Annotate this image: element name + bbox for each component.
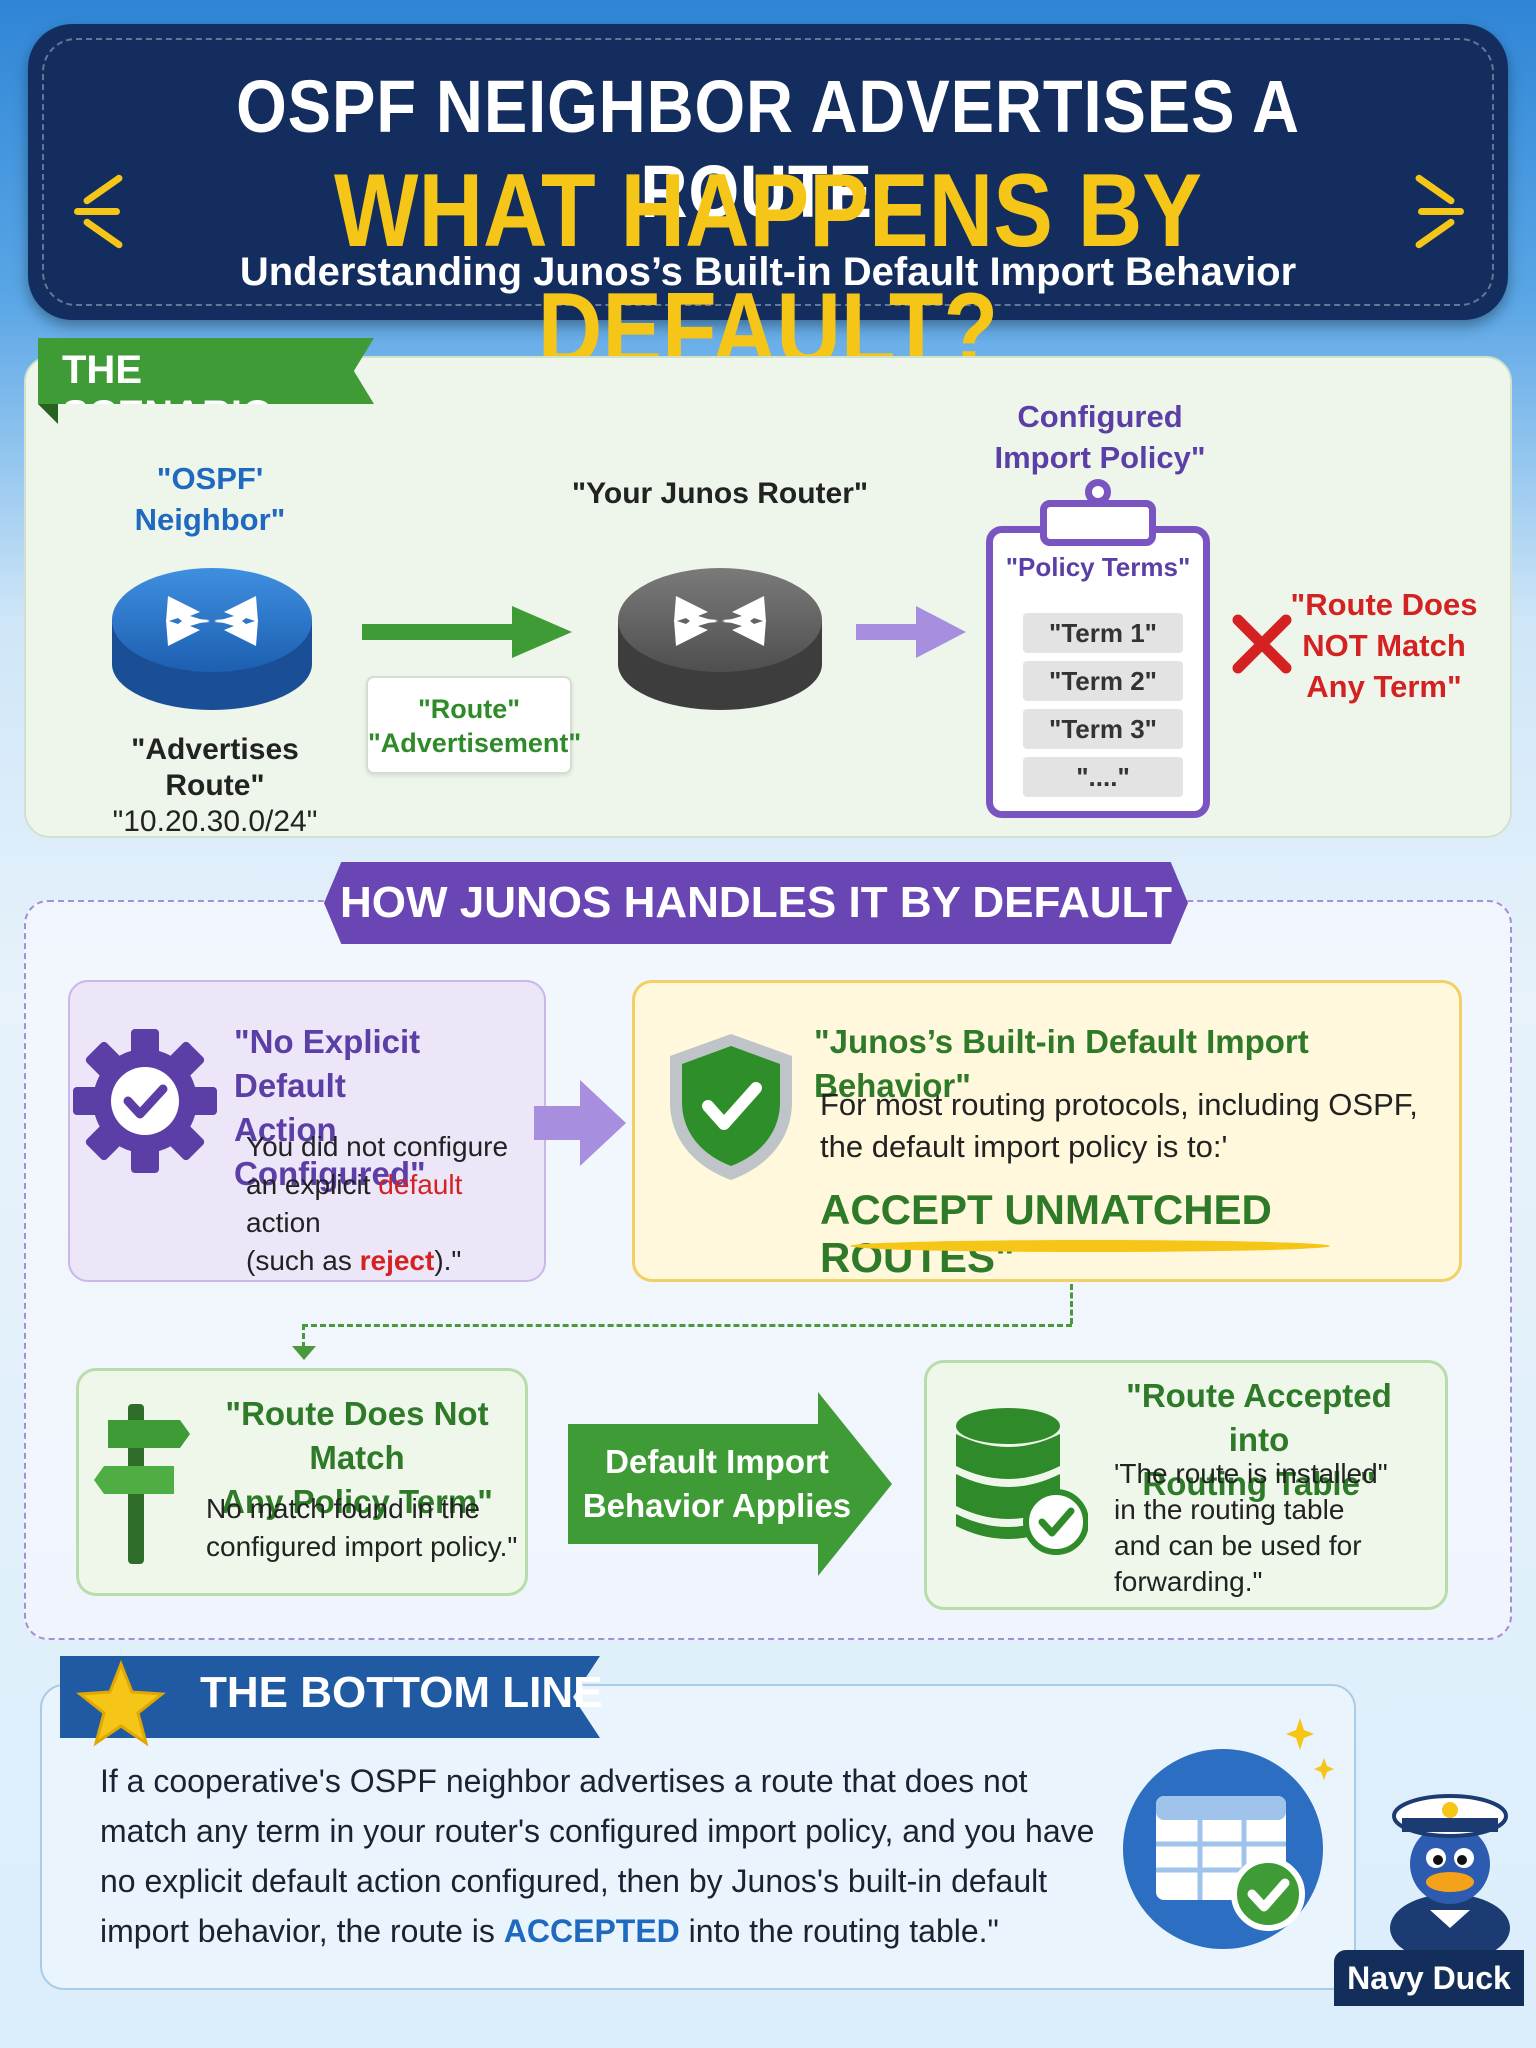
scenario-ribbon: THE SCENARIO bbox=[38, 338, 374, 404]
body-text: )." bbox=[434, 1245, 462, 1276]
no-match-line3: Any Term" bbox=[1306, 669, 1462, 704]
connector-horizontal bbox=[302, 1324, 1072, 1327]
bottom-line-text-line3: no explicit default action configured, t… bbox=[100, 1863, 1048, 1899]
connector-down bbox=[302, 1324, 305, 1348]
route-no-match-body-line2: configured import policy." bbox=[206, 1531, 518, 1562]
bottom-line-ribbon-label: THE BOTTOM LINE bbox=[200, 1668, 603, 1717]
builtin-body-line2: the default import policy is to:' bbox=[820, 1129, 1228, 1164]
policy-terms-label: "Policy Terms" bbox=[1005, 552, 1191, 582]
policy-term-more: "...." bbox=[1023, 757, 1183, 797]
advertisement-line1: "Route" bbox=[417, 694, 521, 724]
star-icon bbox=[76, 1659, 166, 1750]
bottom-line-text-line4: import behavior, the route is ACCEPTED i… bbox=[100, 1906, 1120, 1956]
shield-check-icon bbox=[664, 1030, 798, 1184]
to-builtin-arrow-icon bbox=[534, 1080, 626, 1166]
route-accepted-title: "Route Accepted into Routing Table" bbox=[1094, 1374, 1424, 1506]
no-match-label: "Route Does NOT Match Any Term" bbox=[1284, 584, 1484, 707]
neighbor-router-icon bbox=[108, 560, 316, 720]
route-no-match-title-line2: Any Policy Term" bbox=[221, 1483, 493, 1520]
database-check-icon bbox=[952, 1404, 1089, 1560]
advertisement-arrow-icon bbox=[362, 602, 572, 662]
gear-check-icon bbox=[70, 1026, 220, 1176]
no-match-line2: NOT Match bbox=[1302, 628, 1466, 663]
route-no-match-body: No match found in the configured import … bbox=[206, 1490, 526, 1566]
builtin-title: "Junos’s Built-in Default Import Behavio… bbox=[814, 1023, 1309, 1104]
title-line-1: OSPF NEIGHBOR ADVERTISES A ROUTE: bbox=[236, 65, 1300, 233]
route-accepted-title-line1: "Route Accepted into bbox=[1126, 1377, 1392, 1458]
route-accepted-body: 'The route is installed" in the routing … bbox=[1114, 1456, 1434, 1600]
route-accepted-body-line2: in the routing table bbox=[1114, 1494, 1345, 1525]
signpost-icon bbox=[94, 1404, 190, 1564]
policy-clipboard: "Policy Terms" "Term 1" "Term 2" "Term 3… bbox=[986, 526, 1210, 818]
body-text: into the routing table." bbox=[679, 1913, 999, 1949]
routing-table-icon bbox=[1118, 1744, 1328, 1954]
route-accepted-body-line3: and can be used for bbox=[1114, 1530, 1362, 1561]
sparkle-icon bbox=[1286, 1718, 1336, 1788]
junos-router-label: "Your Junos Router" bbox=[571, 477, 869, 510]
ribbon-fold bbox=[38, 404, 58, 424]
policy-term-2: "Term 2" bbox=[1023, 661, 1183, 701]
route-accepted-card bbox=[924, 1360, 1448, 1610]
advertises-line2: "10.20.30.0/24" bbox=[112, 805, 318, 838]
no-explicit-body-line2: an explicit default action bbox=[246, 1166, 536, 1242]
no-explicit-title-line2: Action Configured" bbox=[234, 1111, 426, 1192]
builtin-body-line1: For most routing protocols, including OS… bbox=[820, 1087, 1418, 1122]
to-policy-arrow-icon bbox=[856, 604, 966, 660]
junos-router-icon bbox=[614, 560, 826, 720]
route-no-match-title-line1: "Route Does Not Match bbox=[225, 1395, 489, 1476]
header-banner: OSPF NEIGHBOR ADVERTISES A ROUTE: WHAT H… bbox=[28, 24, 1508, 388]
no-explicit-title: "No Explicit Default Action Configured" bbox=[234, 1020, 534, 1196]
scenario-ribbon-label: THE SCENARIO bbox=[62, 348, 273, 404]
default-applies-label: Default Import Behavior Applies bbox=[572, 1440, 862, 1528]
no-match-line1: "Route Does bbox=[1290, 587, 1478, 622]
bottom-line-text-line1: If a cooperative's OSPF neighbor adverti… bbox=[100, 1763, 1028, 1799]
advertises-line1: "Advertises Route" bbox=[131, 733, 299, 802]
policy-label-line1: Configured bbox=[1017, 399, 1183, 434]
navy-duck-mascot-icon bbox=[1380, 1778, 1520, 1962]
advertisement-box: "Route" "Advertisement" bbox=[366, 676, 582, 774]
default-highlight: default bbox=[378, 1169, 463, 1200]
subtitle: Understanding Junos’s Built-in Default I… bbox=[239, 250, 1297, 294]
neighbor-label-line1: "OSPF' bbox=[156, 461, 264, 496]
reject-highlight: reject bbox=[359, 1245, 435, 1276]
no-explicit-title-line1: "No Explicit Default bbox=[234, 1023, 421, 1104]
route-no-match-title: "Route Does Not Match Any Policy Term" bbox=[196, 1392, 518, 1524]
route-accepted-title-line2: Routing Table" bbox=[1142, 1465, 1376, 1502]
handles-banner: HOW JUNOS HANDLES IT BY DEFAULT bbox=[324, 862, 1188, 944]
accepted-highlight: ACCEPTED bbox=[503, 1913, 680, 1949]
body-text: import behavior, the route is bbox=[100, 1913, 504, 1949]
route-accepted-body-line1: 'The route is installed" bbox=[1114, 1458, 1388, 1489]
default-applies-line1: Default Import bbox=[605, 1443, 829, 1480]
bottom-line-text: If a cooperative's OSPF neighbor adverti… bbox=[100, 1756, 1120, 1956]
neighbor-label-line2: Neighbor" bbox=[134, 502, 286, 537]
route-accepted-body-line4: forwarding." bbox=[1114, 1566, 1263, 1597]
default-applies-line2: Behavior Applies bbox=[582, 1487, 852, 1524]
accept-unmatched-routes: ACCEPT UNMATCHED ROUTES" bbox=[820, 1186, 1272, 1281]
navy-duck-label: Navy Duck bbox=[1334, 1950, 1524, 2006]
connector-vertical bbox=[1070, 1284, 1073, 1324]
no-match-x-icon bbox=[1232, 614, 1292, 674]
body-text: action bbox=[246, 1207, 321, 1238]
bottom-line-text-line2: match any term in your router's configur… bbox=[100, 1813, 1095, 1849]
builtin-body: For most routing protocols, including OS… bbox=[820, 1084, 1440, 1168]
no-explicit-body: You did not configure an explicit defaul… bbox=[246, 1128, 536, 1280]
neighbor-label: "OSPF' Neighbor" bbox=[110, 458, 310, 540]
no-explicit-body-line1: You did not configure bbox=[246, 1131, 509, 1162]
default-applies-arrow-icon bbox=[568, 1392, 892, 1576]
advertises-label: "Advertises Route" "10.20.30.0/24" bbox=[80, 732, 350, 840]
header-dashed-border bbox=[42, 38, 1494, 306]
accept-underline bbox=[850, 1240, 1330, 1252]
route-no-match-body-line1: No match found in the bbox=[206, 1493, 480, 1524]
policy-label: Configured Import Policy" bbox=[960, 396, 1240, 478]
advertisement-line2: "Advertisement" bbox=[368, 728, 582, 758]
clipboard-clip-icon bbox=[1040, 479, 1156, 546]
policy-label-line2: Import Policy" bbox=[994, 440, 1206, 475]
connector-arrowhead-icon bbox=[292, 1346, 316, 1360]
no-explicit-body-line3: (such as reject)." bbox=[246, 1242, 536, 1280]
policy-term-3: "Term 3" bbox=[1023, 709, 1183, 749]
policy-term-1: "Term 1" bbox=[1023, 613, 1183, 653]
body-text: an explicit bbox=[246, 1169, 379, 1200]
body-text: (such as bbox=[246, 1245, 360, 1276]
